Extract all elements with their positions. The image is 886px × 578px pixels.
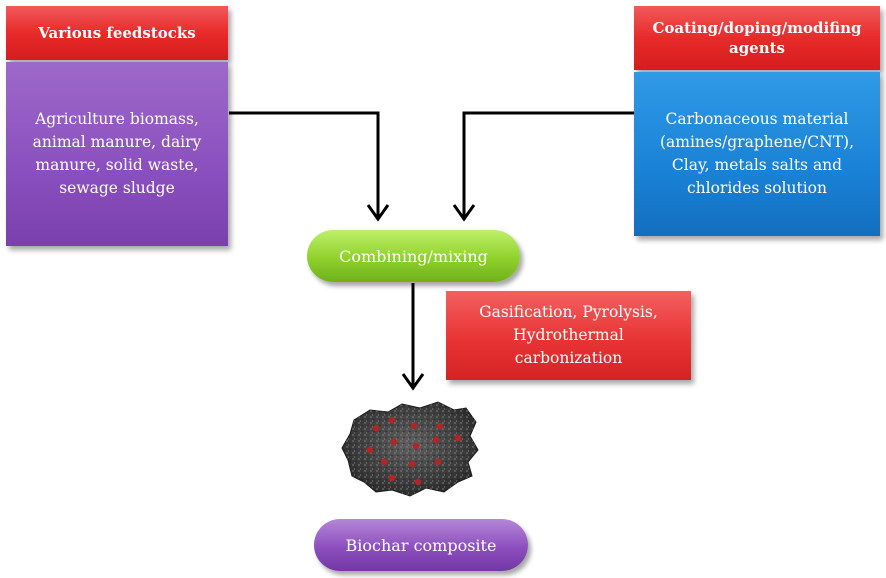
feedstocks-header: Various feedstocks [6,6,228,60]
feedstocks-header-text: Various feedstocks [38,24,196,42]
biochar-composite-node: Biochar composite [314,519,528,571]
biochar-composite-label: Biochar composite [345,535,497,555]
combining-node: Combining/mixing [307,230,520,282]
agents-header-text: Coating/doping/modifing agents [652,19,862,57]
agents-box: Carbonaceous material (amines/graphene/C… [634,72,880,236]
biochar-particle-image [341,401,479,497]
agents-header: Coating/doping/modifing agents [634,6,880,70]
feedstocks-text: Agriculture biomass, animal manure, dair… [32,110,202,197]
agents-text: Carbonaceous material (amines/graphene/C… [659,110,855,197]
arrow-agents-to-combining [462,111,634,218]
feedstocks-box: Agriculture biomass, animal manure, dair… [6,62,228,246]
arrow-feedstocks-to-combining [229,111,380,218]
process-text: Gasification, Pyrolysis, Hydrothermal ca… [479,303,658,367]
combining-label: Combining/mixing [339,246,488,266]
process-box: Gasification, Pyrolysis, Hydrothermal ca… [446,291,691,380]
